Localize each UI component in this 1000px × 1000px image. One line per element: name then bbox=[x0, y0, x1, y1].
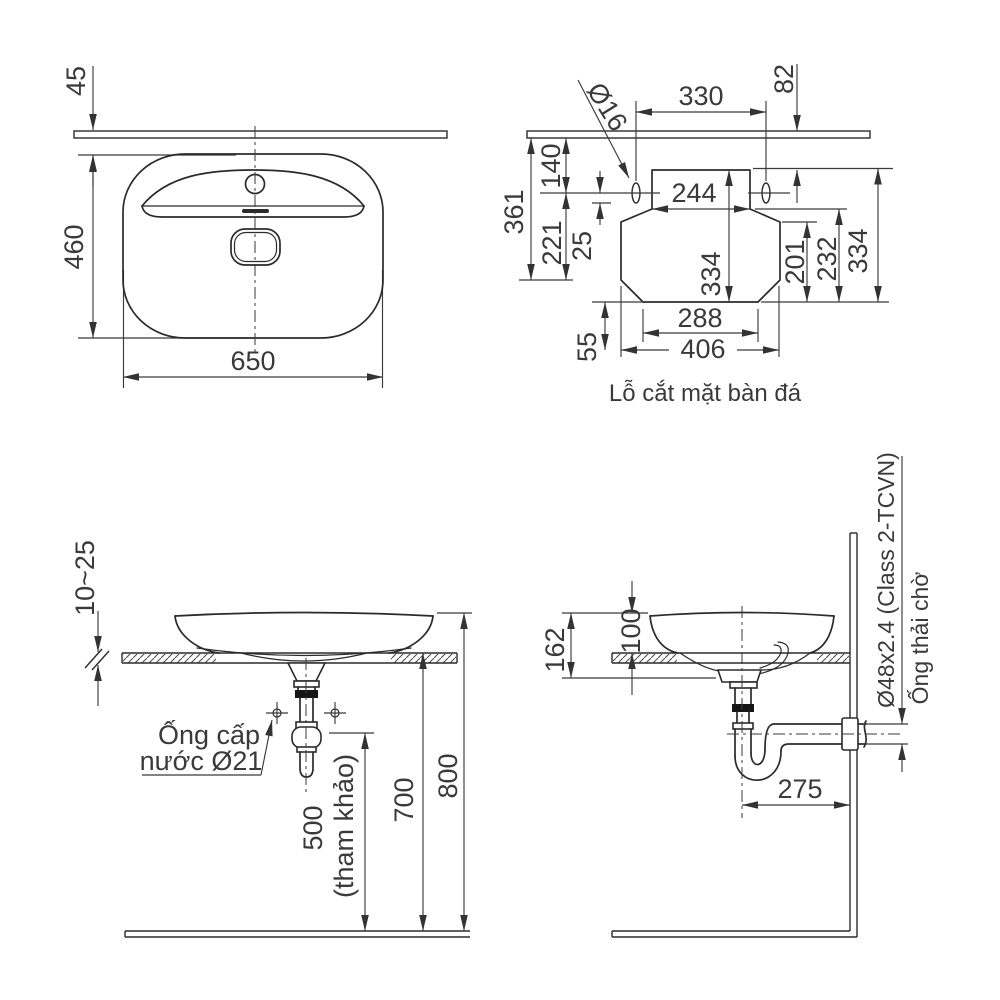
dim-wall-offset: 82 bbox=[769, 64, 799, 94]
deck-ledge bbox=[141, 205, 365, 218]
basin-rim bbox=[174, 611, 434, 617]
p-trap-outer bbox=[734, 750, 782, 781]
drain-outline-inner bbox=[233, 231, 278, 263]
supply-label-line2: nước Ø21 bbox=[140, 746, 263, 776]
break-mark bbox=[91, 650, 110, 671]
dim-hole-offset: 25 bbox=[567, 231, 597, 261]
label-waste-pipe-spec: Ø48x2.4 (Class 2-TCVN) bbox=[873, 452, 899, 708]
dim-wall-to-hole: 140 bbox=[536, 143, 566, 188]
dim-max-width: 406 bbox=[680, 334, 725, 364]
basin-plan bbox=[122, 126, 384, 352]
drain-hub bbox=[716, 669, 763, 683]
floor-line bbox=[124, 930, 470, 938]
break-mark bbox=[84, 648, 103, 669]
overflow-channel bbox=[752, 641, 789, 676]
dim-right-edge-height: 201 bbox=[780, 239, 810, 284]
dim-hole-diameter: Ø16 bbox=[581, 77, 633, 136]
dim-wall-to-front: 361 bbox=[499, 189, 529, 234]
dim-drain-to-wall: 275 bbox=[777, 774, 822, 804]
inner-rim-arc bbox=[141, 169, 365, 207]
cutout-dim-lines bbox=[519, 64, 893, 357]
countertop bbox=[84, 648, 458, 671]
dim-trap-ref-height: 500 bbox=[298, 805, 328, 850]
dim-bottom-width: 288 bbox=[677, 303, 722, 333]
drain-and-trap-side bbox=[716, 606, 901, 818]
label-waste-pipe-name: Ống thải chờ bbox=[906, 572, 933, 705]
p-trap-inner bbox=[750, 748, 766, 766]
cutout-view: Ø16 330 82 361 140 221 25 244 334 201 23… bbox=[499, 64, 893, 407]
front-dim-lines bbox=[94, 611, 472, 931]
dim-height-right: 334 bbox=[843, 228, 873, 273]
drain-nut bbox=[295, 690, 318, 698]
side-dim-lines bbox=[562, 456, 908, 809]
dim-right-mid-height: 232 bbox=[812, 236, 842, 281]
dim-height-above-counter: 100 bbox=[616, 608, 646, 653]
label-mask bbox=[669, 337, 737, 362]
cutout-caption: Lỗ cắt mặt bàn đá bbox=[609, 380, 802, 407]
dim-basin-depth: 460 bbox=[59, 224, 89, 269]
vessel-basin-side bbox=[649, 611, 835, 676]
countertop bbox=[611, 652, 850, 664]
cutout-outline bbox=[620, 169, 781, 303]
supply-label-line1: Ống cấp bbox=[158, 718, 260, 750]
drain-assembly-front bbox=[286, 658, 327, 792]
supply-point-left bbox=[266, 702, 288, 724]
dim-top-width: 244 bbox=[671, 178, 716, 208]
dim-height-center: 334 bbox=[696, 251, 726, 296]
dim-wall-gap: 45 bbox=[61, 66, 91, 96]
dim-trap-ref-note: (tham khảo) bbox=[329, 754, 359, 898]
side-view: 162 100 275 Ø48x2.4 (Class 2-TCVN) Ống t… bbox=[540, 452, 933, 938]
dim-hole-to-front: 221 bbox=[537, 220, 567, 265]
dim-counter-thickness: 10~25 bbox=[70, 540, 100, 616]
dim-basin-width: 650 bbox=[230, 346, 275, 376]
plan-view: 45 460 650 bbox=[59, 66, 448, 388]
dim-hole-spacing: 330 bbox=[678, 81, 723, 111]
dim-rim-height: 800 bbox=[433, 753, 463, 798]
dim-front-clearance: 55 bbox=[572, 332, 602, 362]
wall-line bbox=[73, 130, 448, 139]
dim-counter-height: 700 bbox=[389, 777, 419, 822]
overflow-channel bbox=[759, 644, 782, 669]
dim-basin-total-height: 162 bbox=[540, 627, 570, 672]
supply-point-right bbox=[324, 702, 346, 724]
basin-outline bbox=[122, 153, 384, 339]
wall-line bbox=[526, 130, 871, 139]
drain-nut bbox=[732, 704, 754, 712]
vessel-basin-front bbox=[174, 611, 434, 662]
front-view: 10~25 Ống cấp nước Ø21 500 (tham khảo) 7… bbox=[70, 540, 472, 938]
